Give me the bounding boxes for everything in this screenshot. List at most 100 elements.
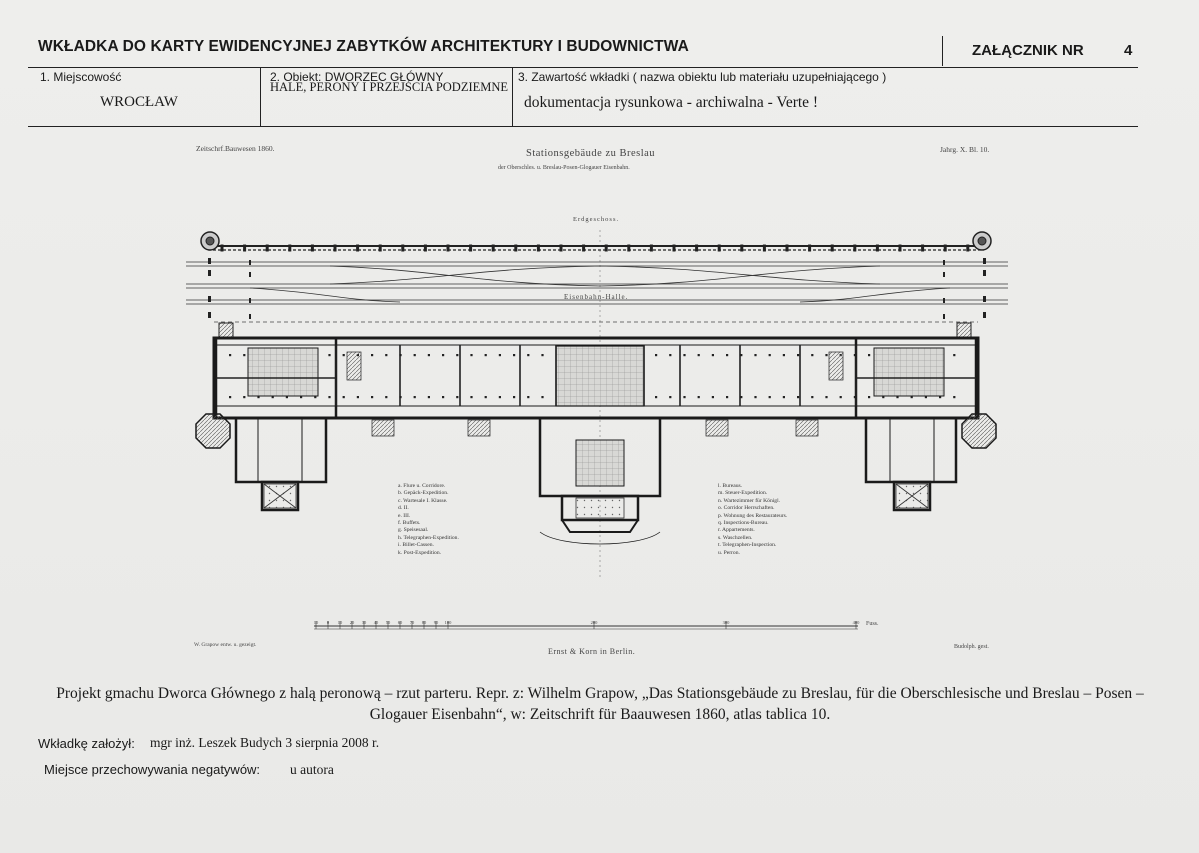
- legend-left: a. Flure u. Corridore. b. Gepäck-Expedit…: [398, 483, 459, 557]
- hall-label: Eisenbahn-Halle.: [562, 293, 631, 301]
- hall-column: [830, 244, 834, 252]
- legend-item: o. Corridor Herrschaften.: [718, 505, 775, 512]
- header-divider: [942, 36, 943, 66]
- cell-separator: [512, 67, 513, 127]
- scale-tick-label: 60: [398, 620, 403, 625]
- storage-value: u autora: [290, 762, 334, 777]
- hall-column: [469, 244, 473, 252]
- room-partitions: [216, 345, 976, 406]
- interior-column: [683, 354, 686, 357]
- interior-column: [726, 354, 729, 357]
- entrance-porch: [263, 483, 929, 509]
- header-rule-bottom: [28, 126, 1138, 127]
- plate-year: Jahrg. X. Bl. 10.: [940, 145, 990, 154]
- locality-label: 1. Miejscowość: [40, 70, 122, 84]
- hall-column: [582, 244, 586, 252]
- interior-column: [939, 396, 942, 399]
- hall-column: [943, 272, 945, 277]
- interior-column: [740, 396, 743, 399]
- hall-column: [983, 312, 986, 318]
- right-pavilion: [854, 336, 978, 512]
- platform-stairs: [218, 322, 972, 338]
- central-hall-block: [555, 345, 645, 407]
- plate-left-credit: W. Grapow entw. u. gezeigt.: [194, 642, 257, 648]
- hall-column: [536, 244, 540, 252]
- hall-column: [491, 244, 495, 252]
- scale-tick-label: 50: [386, 620, 391, 625]
- interior-column: [655, 396, 658, 399]
- scale-tick-label: 400: [853, 620, 861, 625]
- hall-column: [446, 244, 450, 252]
- author-label: Wkładkę założył:: [38, 736, 135, 751]
- interior-column: [328, 354, 331, 357]
- interior-column: [342, 354, 345, 357]
- legend-item: h. Telegraphen-Expedition.: [398, 534, 459, 541]
- interior-column: [910, 396, 913, 399]
- hall-column: [943, 260, 945, 265]
- interior-column: [498, 354, 501, 357]
- plate-printer: Ernst & Korn in Berlin.: [548, 647, 636, 656]
- interior-column: [697, 396, 700, 399]
- scale-unit: Fuss.: [866, 621, 879, 627]
- scale-tick-label: 80: [422, 620, 427, 625]
- legend-item: n. Wartezimmer für Königl.: [718, 497, 781, 504]
- hall-column: [208, 312, 211, 318]
- interior-column: [768, 396, 771, 399]
- interior-column: [825, 396, 828, 399]
- hall-column: [649, 244, 653, 252]
- legend-item: l. Bureaus.: [718, 483, 743, 489]
- legend-right: l. Bureaus. m. Steuer-Expedition. n. War…: [718, 483, 787, 557]
- hall-column: [249, 298, 251, 303]
- interior-column: [797, 396, 800, 399]
- scale-tick-label: 40: [374, 620, 379, 625]
- record-header: WKŁADKA DO KARTY EWIDENCYJNEJ ZABYTKÓW A…: [28, 36, 1138, 128]
- hall-column: [559, 244, 563, 252]
- hall-column: [740, 244, 744, 252]
- plate-journal: Zeitschrf.Bauwesen 1860.: [196, 144, 275, 153]
- hall-column: [265, 244, 269, 252]
- hall-column: [943, 298, 945, 303]
- interior-column: [484, 354, 487, 357]
- scale-tick-label: 70: [410, 620, 415, 625]
- document-title: WKŁADKA DO KARTY EWIDENCYJNEJ ZABYTKÓW A…: [38, 38, 689, 55]
- interior-column: [314, 396, 317, 399]
- legend-item: u. Perron.: [718, 549, 740, 556]
- content-value: dokumentacja rysunkowa - archiwalna - Ve…: [524, 94, 819, 111]
- interior-column: [825, 354, 828, 357]
- interior-column: [257, 396, 260, 399]
- interior-column: [740, 354, 743, 357]
- legend-item: a. Flure u. Corridore.: [398, 483, 446, 489]
- interior-column: [754, 354, 757, 357]
- scale-tick-label: 300: [723, 620, 731, 625]
- interior-column: [456, 354, 459, 357]
- interior-column: [385, 354, 388, 357]
- scale-tick-label: 10: [338, 620, 343, 625]
- hall-column: [310, 244, 314, 252]
- legend-item: g. Speisesaal.: [398, 527, 429, 534]
- legend-item: t. Telegraphen-Inspection.: [718, 542, 777, 549]
- legend-item: f. Buffets.: [398, 520, 421, 527]
- hall-column-row: [220, 244, 970, 252]
- interior-column: [229, 396, 232, 399]
- interior-column: [442, 396, 445, 399]
- interior-column: [442, 354, 445, 357]
- plate-engraver: Budolph. gest.: [954, 644, 989, 650]
- hall-column: [243, 244, 247, 252]
- interior-column: [924, 396, 927, 399]
- interior-column: [356, 396, 359, 399]
- interior-column: [300, 396, 303, 399]
- plate-subtitle: der Oberschles. u. Breslau-Posen-Glogaue…: [498, 165, 630, 171]
- legend-item: p. Wohnung des Restaurateurs.: [718, 512, 788, 519]
- interior-column: [669, 354, 672, 357]
- hall-column: [423, 244, 427, 252]
- storage-label: Miejsce przechowywania negatywów:: [44, 762, 261, 777]
- hall-column: [717, 244, 721, 252]
- interior-column: [953, 354, 956, 357]
- interior-column: [243, 354, 246, 357]
- hall-top-wall: [208, 245, 984, 251]
- hall-column: [808, 244, 812, 252]
- scale-tick-label: 90: [434, 620, 439, 625]
- interior-column: [669, 396, 672, 399]
- legend-item: b. Gepäck-Expedition.: [398, 490, 449, 497]
- scale-tick-label: 20: [350, 620, 355, 625]
